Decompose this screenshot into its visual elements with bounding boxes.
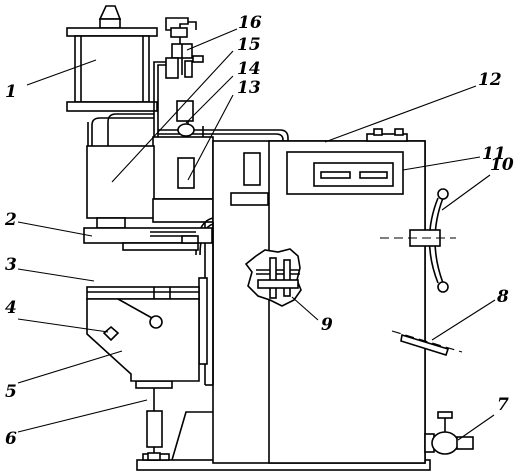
callout-6: 6 bbox=[5, 429, 17, 449]
callout-5: 5 bbox=[5, 382, 17, 402]
callout-2: 2 bbox=[4, 210, 17, 230]
drain-valve bbox=[424, 411, 474, 455]
lower-electrode-arm bbox=[86, 286, 200, 300]
solenoid-valve bbox=[165, 17, 204, 79]
callout-12: 12 bbox=[478, 70, 502, 90]
callout-7: 7 bbox=[497, 395, 509, 415]
upper-electrode-arm bbox=[83, 227, 213, 251]
cutaway-detail bbox=[244, 248, 302, 307]
door-handle bbox=[380, 188, 456, 293]
callout-8: 8 bbox=[496, 287, 509, 307]
callout-labels: 1 2 3 4 5 6 7 8 9 10 11 12 13 14 15 16 bbox=[4, 13, 514, 449]
air-piping bbox=[87, 61, 289, 186]
callout-16: 16 bbox=[238, 13, 262, 33]
callout-15: 15 bbox=[237, 35, 261, 55]
callout-10: 10 bbox=[490, 155, 514, 175]
leader-lines bbox=[17, 28, 496, 441]
callout-3: 3 bbox=[5, 255, 17, 275]
callout-4: 4 bbox=[5, 298, 17, 318]
water-pipe bbox=[391, 330, 463, 356]
callout-14: 14 bbox=[237, 59, 261, 79]
callout-9: 9 bbox=[321, 315, 333, 335]
callout-1: 1 bbox=[5, 82, 17, 102]
callout-11: 11 bbox=[482, 144, 506, 164]
air-cylinder bbox=[66, 5, 158, 112]
lower-bracket-housing bbox=[86, 298, 200, 382]
callout-13: 13 bbox=[237, 78, 261, 98]
transformer-housing bbox=[86, 136, 214, 229]
lower-support-jack bbox=[135, 380, 214, 461]
cabinet-top-connectors bbox=[366, 128, 408, 142]
control-panel bbox=[286, 151, 404, 195]
